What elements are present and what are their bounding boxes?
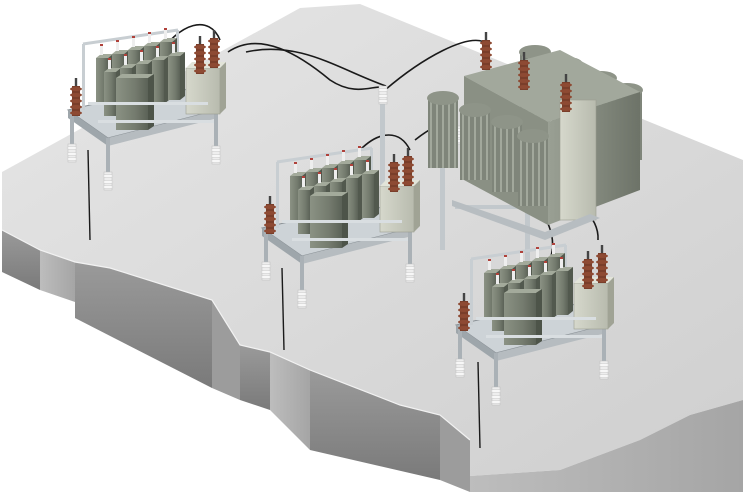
power-transformer (427, 32, 643, 240)
ground-cables (87, 149, 481, 449)
support-insulator (377, 85, 389, 105)
